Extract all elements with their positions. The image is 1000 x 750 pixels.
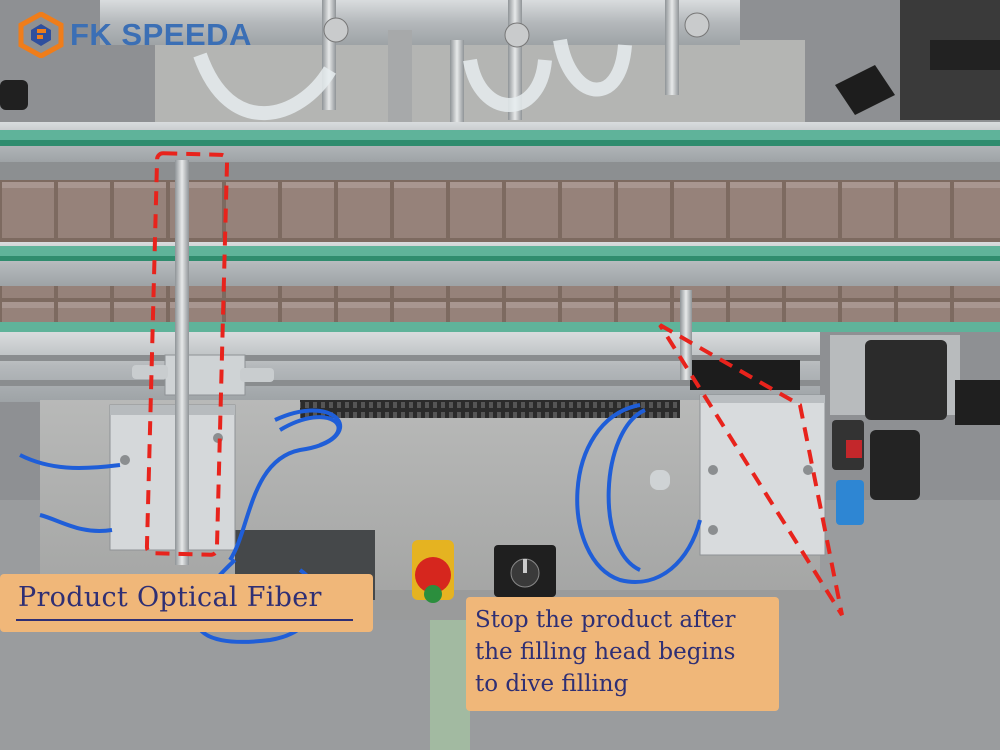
stop-label-line-1: Stop the product after bbox=[475, 607, 736, 633]
stop-label-line-3: to dive filling bbox=[475, 671, 629, 697]
brand-icon bbox=[18, 12, 64, 58]
fiber-label-box: Product Optical Fiber bbox=[0, 574, 373, 632]
brand-name: FK SPEEDA bbox=[70, 17, 252, 52]
fiber-label-underline bbox=[16, 619, 353, 621]
highlight-markers bbox=[144, 151, 844, 617]
fiber-highlight-box bbox=[144, 151, 230, 557]
optical-fiber-sensor-mount bbox=[109, 160, 274, 565]
speed-control-knob bbox=[494, 545, 556, 597]
emergency-stop-button bbox=[412, 540, 454, 603]
stop-label-line-2: the filling head begins bbox=[475, 639, 736, 665]
brand-logo: FK SPEEDA bbox=[18, 12, 252, 58]
stop-highlight-triangle bbox=[658, 323, 844, 617]
fiber-label: Product Optical Fiber bbox=[18, 582, 322, 613]
stop-label-box: Stop the product after the filling head … bbox=[466, 597, 779, 711]
stop-cylinder bbox=[650, 290, 826, 556]
